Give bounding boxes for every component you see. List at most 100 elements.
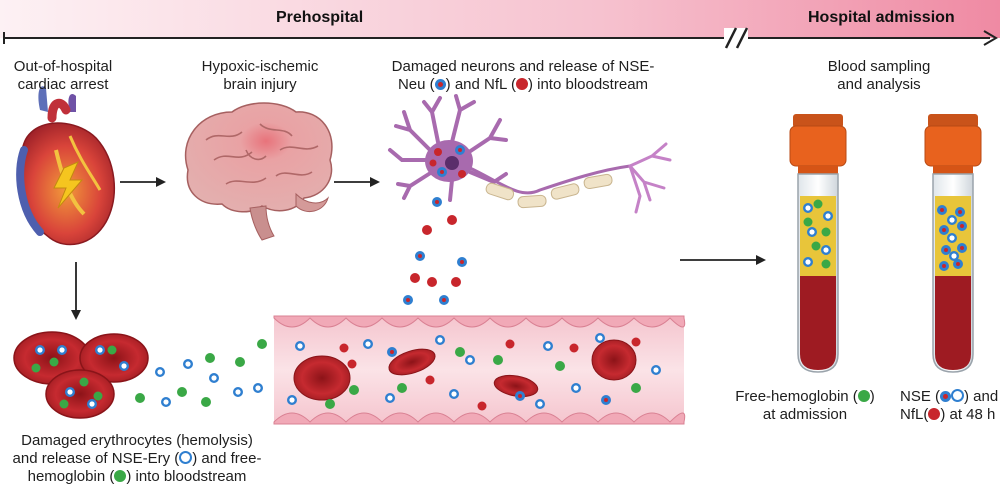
- timeline-break-mark: [735, 27, 749, 49]
- nse-neu-particle-core: [460, 260, 464, 264]
- nse-ery-particle: [208, 373, 219, 384]
- free-hemoglobin-particle: [93, 391, 103, 401]
- free-hemoglobin-particle: [555, 361, 565, 371]
- nse-ery-particle: [807, 226, 818, 237]
- nse-ery-symbol-icon: [951, 389, 965, 402]
- step-freehb-line2: at admission: [762, 406, 848, 423]
- nse-ery-particle: [595, 333, 606, 344]
- free-hemoglobin-particle: [31, 363, 41, 373]
- nse-ery-particle: [35, 345, 46, 356]
- free-hemoglobin-particle: [631, 383, 641, 393]
- nfl-particle: [425, 375, 435, 385]
- nse-ery-particle: [465, 355, 476, 366]
- nse-neu-particle-core: [956, 262, 960, 266]
- nse-neu-particle-core: [940, 208, 944, 212]
- step-arrest-label: Out-of-hospital cardiac arrest: [4, 58, 122, 94]
- nfl-particle: [427, 277, 437, 287]
- free-hemoglobin-particle: [235, 357, 245, 367]
- step-neurons-label: Damaged neurons and release of NSE- Neu …: [378, 58, 668, 94]
- brain-icon: [184, 102, 333, 241]
- nse-ery-particle: [543, 341, 554, 352]
- nse-neu-particle-core: [960, 246, 964, 250]
- nse-neu-particle-core: [944, 248, 948, 252]
- nfl-particle: [339, 343, 349, 353]
- nse-neu-particle-core: [958, 210, 962, 214]
- step-sampling-line2: and analysis: [837, 76, 921, 93]
- nse-ery-particle: [803, 202, 814, 213]
- nfl-symbol-icon: [928, 408, 941, 420]
- nse-neu-particle-core: [604, 398, 608, 402]
- step-erythrocytes-line3: hemoglobin () into bloodstream: [27, 468, 247, 485]
- nse-ery-particle: [252, 383, 263, 394]
- nse-neu-particle-core: [942, 264, 946, 268]
- nse-ery-particle: [86, 399, 97, 410]
- nse-ery-particle: [449, 389, 460, 400]
- nse-ery-particle: [947, 214, 958, 225]
- nse-ery-symbol-icon: [179, 451, 193, 464]
- step-sampling-line1: Blood sampling: [827, 58, 931, 75]
- step-neurons-line1: Damaged neurons and release of NSE-: [391, 58, 655, 75]
- nse-neu-particle-core: [960, 224, 964, 228]
- free-hemoglobin-particle: [821, 227, 831, 237]
- free-hemoglobin-particle: [803, 217, 813, 227]
- nse-ery-particle: [651, 365, 662, 376]
- blood-vessel-icon: [273, 315, 686, 425]
- nse-ery-particle: [535, 399, 546, 410]
- nse-neu-symbol-icon: [940, 391, 952, 402]
- vessel-marker-particles: [287, 333, 662, 411]
- nse-neu-particle-core: [442, 298, 446, 302]
- free-marker-particles: [135, 339, 267, 408]
- neuron-icon: [388, 94, 672, 214]
- tube-marker-particles: [803, 199, 967, 271]
- step-erythrocytes-line1: Damaged erythrocytes (hemolysis): [21, 432, 253, 449]
- step-arrest-line2: cardiac arrest: [17, 76, 109, 93]
- nfl-particle: [410, 273, 420, 283]
- free-hemoglobin-particle: [79, 377, 89, 387]
- step-freehb-label: Free-hemoglobin () at admission: [730, 388, 880, 424]
- timeline-break-mark: [724, 27, 738, 49]
- nfl-particle: [447, 215, 457, 225]
- phase-hospital-label: Hospital admission: [808, 9, 955, 26]
- step-arrest-line1: Out-of-hospital: [13, 58, 113, 75]
- free-hemoglobin-particle: [107, 345, 117, 355]
- step-brain-line2: brain injury: [223, 76, 297, 93]
- nfl-particle: [347, 359, 357, 369]
- free-hemoglobin-particle: [201, 397, 211, 407]
- nfl-particle: [422, 225, 432, 235]
- timeline-break-gap: [724, 28, 748, 48]
- step-neurons-line2: Neu () and NfL () into bloodstream: [397, 76, 649, 93]
- step-brain-line1: Hypoxic-ischemic: [201, 58, 319, 75]
- nse-neu-particle-core: [435, 200, 439, 204]
- nse-ery-particle: [160, 397, 171, 408]
- step-erythrocytes-label: Damaged erythrocytes (hemolysis) and rel…: [2, 432, 272, 486]
- free-hemoglobin-symbol-icon: [114, 470, 127, 482]
- nse-ery-particle: [118, 361, 129, 372]
- nse-ery-particle: [182, 359, 193, 370]
- free-hemoglobin-particle: [59, 399, 69, 409]
- nse-ery-particle: [363, 339, 374, 350]
- free-hemoglobin-particle: [821, 259, 831, 269]
- step-nse48-label: NSE () and NfL() at 48 h: [900, 388, 1000, 424]
- free-hemoglobin-particle: [177, 387, 187, 397]
- nse-ery-particle: [57, 345, 68, 356]
- free-hemoglobin-particle: [205, 353, 215, 363]
- nse-neu-particle-core: [418, 254, 422, 258]
- nfl-symbol-icon: [515, 78, 528, 90]
- erythrocyte-contents: [31, 345, 129, 410]
- step-nse48-line2: NfL() at 48 h: [900, 406, 996, 423]
- step-brain-label: Hypoxic-ischemic brain injury: [190, 58, 330, 94]
- released-marker-particles: [403, 197, 467, 305]
- phase-prehospital-label: Prehospital: [276, 9, 364, 26]
- nse-ery-particle: [385, 393, 396, 404]
- step-erythrocytes-line2: and release of NSE-Ery () and free-: [12, 450, 262, 467]
- free-hemoglobin-symbol-icon: [857, 390, 870, 402]
- free-hemoglobin-particle: [135, 393, 145, 403]
- free-hemoglobin-particle: [813, 199, 823, 209]
- free-hemoglobin-particle: [455, 347, 465, 357]
- nse-ery-particle: [94, 345, 105, 356]
- timeline: [0, 0, 1000, 49]
- nfl-particle: [569, 343, 579, 353]
- nse-ery-particle: [803, 257, 814, 268]
- step-sampling-label: Blood sampling and analysis: [814, 58, 944, 94]
